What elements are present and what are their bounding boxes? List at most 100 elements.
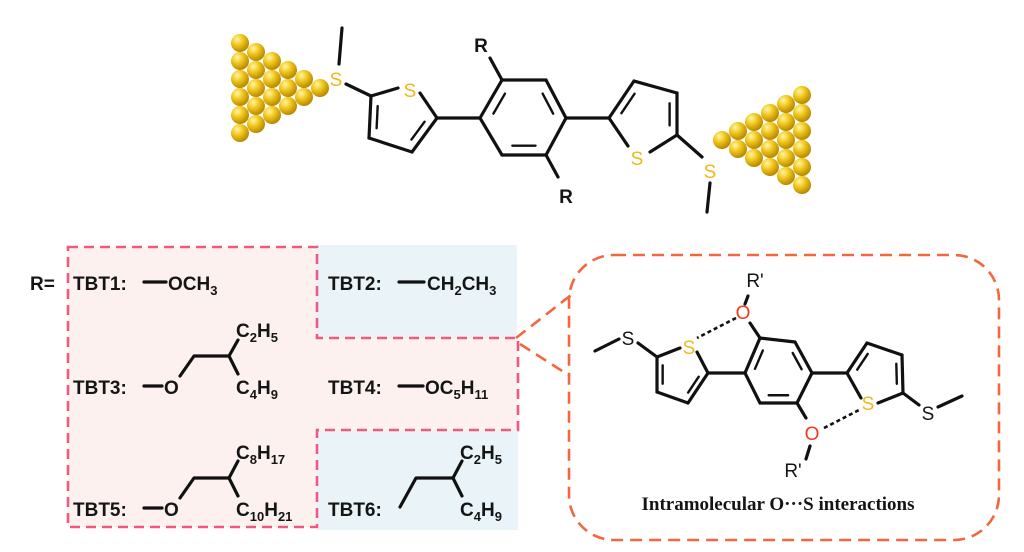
gold-atom bbox=[777, 131, 795, 149]
pink-region-tbt4 bbox=[317, 338, 518, 430]
tbt1-name: TBT1: bbox=[73, 274, 127, 295]
gold-atom bbox=[231, 70, 249, 88]
ring-bond bbox=[367, 136, 414, 154]
gold-atom bbox=[777, 167, 795, 185]
ring-bond bbox=[758, 336, 797, 344]
ring-bond bbox=[418, 91, 439, 120]
gold-atom bbox=[713, 131, 731, 149]
tbt2-formula: CH2CH3 bbox=[427, 274, 496, 298]
interaction-molecule-bonds bbox=[593, 294, 964, 461]
substituent-labels: R= TBT1: OCH3 TBT2: CH2CH3 TBT3: O C2H5 … bbox=[30, 274, 502, 524]
gold-atom bbox=[777, 95, 795, 113]
tbt6-branch-bottom: C4H9 bbox=[460, 500, 502, 524]
gold-atom bbox=[247, 115, 265, 133]
tbt6-name: TBT6: bbox=[328, 500, 382, 521]
ring-bond bbox=[478, 78, 504, 120]
o-bond-top bbox=[748, 321, 762, 340]
oxygen-bottom: O bbox=[805, 424, 820, 445]
ring-bond bbox=[876, 391, 905, 405]
tbt3-chain-branch bbox=[227, 354, 240, 376]
blue-region-tbt2 bbox=[317, 245, 517, 338]
ring-bond bbox=[900, 353, 905, 395]
r-o-bond-bottom bbox=[804, 444, 812, 461]
sulfur-thiophene-right: S bbox=[631, 149, 644, 170]
gold-atom bbox=[793, 176, 811, 194]
methyl-bond-right bbox=[936, 394, 964, 409]
o-bond-bottom bbox=[795, 401, 808, 420]
r-group-bottom: R bbox=[559, 187, 573, 208]
gold-atom bbox=[745, 149, 763, 167]
tbt3-branch-top: C2H5 bbox=[236, 321, 278, 345]
tbt6-branch-top: C2H5 bbox=[460, 443, 502, 467]
double-bond-inner bbox=[753, 349, 765, 371]
gold-atom bbox=[793, 122, 811, 140]
gold-atom bbox=[231, 52, 249, 70]
ring-bond bbox=[655, 390, 690, 405]
methyl-bond-left bbox=[337, 26, 344, 66]
gold-atom bbox=[777, 113, 795, 131]
interaction-caption: Intramolecular O···S interactions bbox=[641, 494, 914, 515]
gold-atom bbox=[263, 88, 281, 106]
sulfur-thiophene-left: S bbox=[404, 81, 417, 102]
sulfur-thiophene-left: S bbox=[683, 338, 696, 359]
gold-atom bbox=[263, 70, 281, 88]
gold-electrode-left bbox=[231, 34, 329, 142]
tbt3-oxygen: O bbox=[164, 378, 179, 399]
ring-bond bbox=[544, 78, 568, 120]
double-bond-inner bbox=[492, 92, 507, 115]
gold-atom bbox=[247, 43, 265, 61]
r-group-top: R bbox=[474, 36, 488, 57]
o-s-contact-bottom bbox=[823, 407, 862, 430]
gold-atom bbox=[777, 149, 795, 167]
callout-line-top bbox=[515, 290, 576, 340]
gold-atom bbox=[761, 104, 779, 122]
r-prime-bottom: R' bbox=[784, 461, 801, 482]
gold-atom bbox=[729, 140, 747, 158]
s-c-bond-left bbox=[344, 82, 373, 98]
gold-atom bbox=[231, 124, 249, 142]
gold-atom bbox=[247, 79, 265, 97]
tbt5-branch-bottom: C10H21 bbox=[236, 500, 292, 524]
r-prime-top: R' bbox=[746, 271, 763, 292]
sulfur-anchor-left: S bbox=[330, 70, 343, 91]
o-s-contact-top bbox=[696, 316, 737, 340]
tbt5-branch-top: C8H17 bbox=[236, 443, 285, 467]
r-o-bond-top bbox=[743, 294, 750, 306]
double-bond-inner bbox=[856, 352, 869, 371]
tbt5-chain bbox=[178, 459, 240, 500]
gold-atom bbox=[279, 61, 297, 79]
gold-atom bbox=[231, 34, 249, 52]
tbt4-formula: OC5H11 bbox=[425, 378, 488, 402]
gold-atom bbox=[793, 140, 811, 158]
gold-atom bbox=[279, 97, 297, 115]
ring-bond bbox=[544, 116, 568, 157]
tbt4-name: TBT4: bbox=[328, 378, 382, 399]
tbt2-name: TBT2: bbox=[328, 274, 382, 295]
pink-dashed-outline bbox=[66, 245, 520, 529]
gold-atom bbox=[793, 104, 811, 122]
double-bond-inner bbox=[541, 92, 555, 115]
gold-electrode-right bbox=[713, 86, 811, 194]
methyl-bond-right bbox=[705, 181, 712, 214]
r-equals-label: R= bbox=[30, 274, 55, 295]
top-molecule-bonds bbox=[337, 26, 712, 214]
oxygen-top: O bbox=[736, 303, 751, 324]
gold-atom bbox=[745, 113, 763, 131]
blue-region-tbt6 bbox=[317, 430, 518, 530]
tbt3-branch-bottom: C4H9 bbox=[236, 378, 278, 402]
ring-bond bbox=[845, 341, 869, 375]
double-bond-inner bbox=[895, 362, 899, 385]
s-c-bond-right bbox=[675, 133, 704, 159]
ring-bond bbox=[686, 371, 710, 405]
ring-bond bbox=[410, 116, 439, 154]
gold-atom bbox=[231, 88, 249, 106]
ring-bond bbox=[478, 116, 504, 157]
ring-bond bbox=[367, 94, 373, 140]
ring-bond bbox=[793, 340, 814, 375]
tbt3-chain bbox=[178, 338, 240, 378]
s-c-bond-right bbox=[901, 391, 921, 407]
sulfur-methyl-right: S bbox=[922, 404, 935, 425]
gold-atom bbox=[311, 79, 329, 97]
tbt5-chain-branch bbox=[227, 476, 240, 498]
